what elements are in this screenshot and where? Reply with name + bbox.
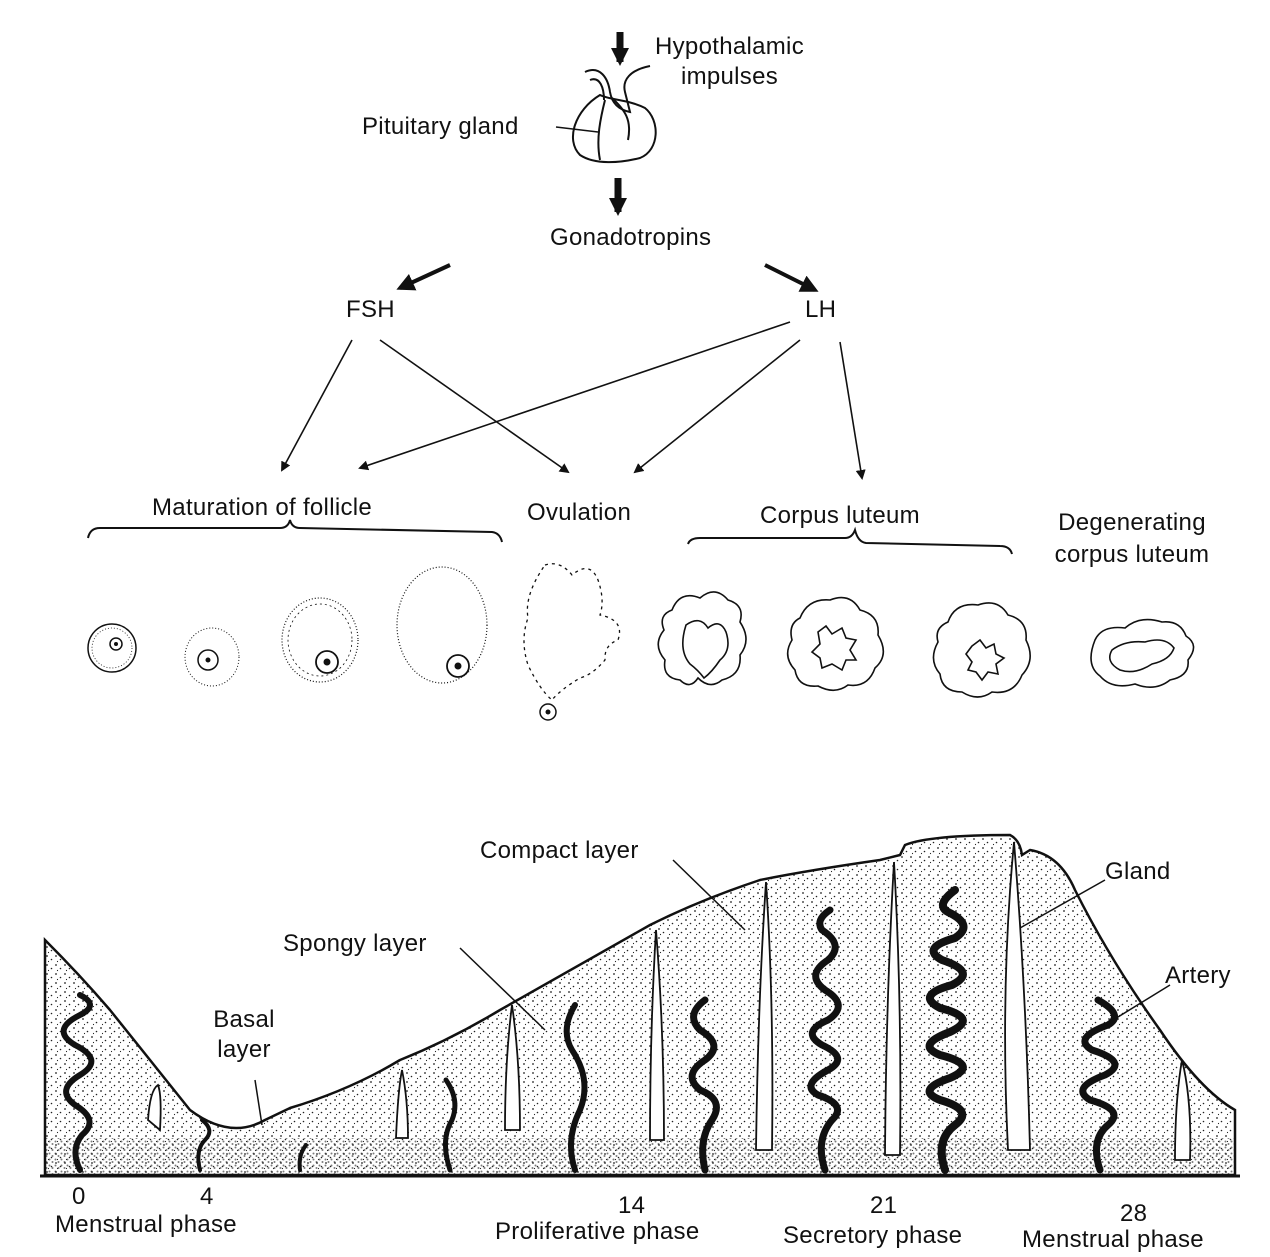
mature-corpus-luteum-icon bbox=[786, 596, 885, 692]
endometrium-tissue bbox=[43, 833, 1237, 1177]
day-0-label: 0 bbox=[72, 1183, 86, 1210]
ruptured-follicle-icon bbox=[523, 563, 621, 721]
hormone-effect-arrows bbox=[281, 321, 866, 480]
antral-follicle-icon bbox=[281, 597, 359, 683]
fsh-label: FSH bbox=[346, 296, 395, 323]
day-14-label: 14 bbox=[618, 1192, 646, 1219]
lh-arrow bbox=[764, 263, 819, 292]
spongy-layer-label: Spongy layer bbox=[283, 930, 427, 957]
pituitary-gland-icon bbox=[571, 65, 657, 164]
ovulation-label: Ovulation bbox=[527, 499, 632, 526]
artery-label: Artery bbox=[1165, 962, 1231, 989]
endometrium-leaders bbox=[254, 859, 1171, 1126]
day-28-label: 28 bbox=[1120, 1200, 1148, 1227]
menstrual-phase-end-label: Menstrual phase bbox=[1022, 1226, 1204, 1253]
late-corpus-luteum-icon bbox=[932, 602, 1031, 698]
basal-layer-band bbox=[45, 1138, 1235, 1175]
proliferative-phase-label: Proliferative phase bbox=[495, 1218, 700, 1245]
secretory-phase-label: Secretory phase bbox=[783, 1222, 963, 1249]
spiral-arteries bbox=[60, 886, 1119, 1174]
menstrual-phase-start-label: Menstrual phase bbox=[55, 1211, 237, 1238]
graafian-follicle-icon bbox=[396, 566, 488, 684]
endometrium-section bbox=[40, 833, 1240, 1178]
degenerating-corpus-luteum-icon bbox=[1090, 618, 1195, 688]
corpus-luteum-stages bbox=[657, 591, 1195, 698]
early-corpus-luteum-icon bbox=[657, 591, 747, 686]
uterine-glands bbox=[147, 841, 1192, 1161]
compact-layer-label: Compact layer bbox=[480, 837, 639, 864]
primary-follicle-icon bbox=[87, 623, 137, 673]
maturation-of-follicle-label: Maturation of follicle bbox=[152, 494, 373, 521]
hypothalamic-impulses-label: Hypothalamic impulses bbox=[655, 33, 804, 90]
lh-label: LH bbox=[805, 296, 837, 323]
basal-layer-label: Basal layer bbox=[213, 1006, 275, 1063]
degenerating-corpus-luteum-label: Degenerating corpus luteum bbox=[1054, 509, 1210, 568]
pituitary-label-leader bbox=[555, 126, 599, 133]
day-21-label: 21 bbox=[870, 1192, 898, 1219]
gonadotropins-label: Gonadotropins bbox=[550, 224, 712, 251]
day-4-label: 4 bbox=[200, 1183, 214, 1210]
gland-label: Gland bbox=[1105, 858, 1171, 885]
artery-day0 bbox=[60, 992, 95, 1173]
secondary-follicle-icon bbox=[184, 627, 240, 687]
phase-brackets bbox=[87, 519, 1013, 555]
pituitary-gland-label: Pituitary gland bbox=[362, 113, 519, 140]
follicle-stages bbox=[87, 563, 621, 721]
fsh-arrow bbox=[396, 263, 451, 291]
corpus-luteum-label: Corpus luteum bbox=[760, 502, 920, 529]
pituitary-section bbox=[396, 32, 819, 292]
